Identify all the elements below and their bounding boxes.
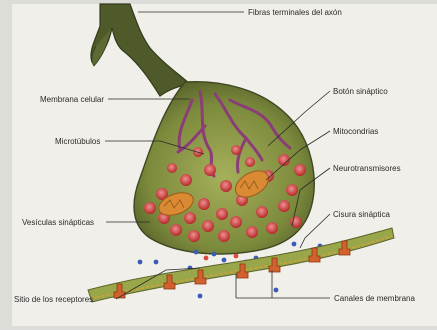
neurotransmitter (138, 260, 143, 265)
label-cell-membrane: Membrana celular (40, 95, 104, 104)
vesicle (230, 216, 242, 228)
neurotransmitter (204, 256, 209, 261)
vesicle (170, 224, 182, 236)
vesicle (290, 216, 302, 228)
vesicle (184, 212, 196, 224)
neurotransmitter (194, 250, 199, 255)
vesicle (198, 198, 210, 210)
vesicle (167, 163, 177, 173)
label-receptor-site: Sitio de los receptores (14, 295, 93, 304)
vesicle (144, 202, 156, 214)
vesicle (278, 200, 290, 212)
vesicle (218, 230, 230, 242)
label-synaptic-button: Botón sináptico (333, 87, 388, 96)
vesicle (231, 145, 241, 155)
label-axon-terminals: Fibras terminales del axón (248, 8, 342, 17)
vesicle (266, 222, 278, 234)
vesicle (256, 206, 268, 218)
vesicle (188, 230, 200, 242)
label-mitochondria: Mitocondrias (333, 127, 378, 136)
neurotransmitter (222, 258, 227, 263)
vesicle (294, 164, 306, 176)
vesicle (202, 220, 214, 232)
label-neurotransmitters: Neurotransmisores (333, 164, 401, 173)
neurotransmitter (198, 294, 203, 299)
vesicle (286, 184, 298, 196)
vesicle (204, 164, 216, 176)
vesicle (246, 226, 258, 238)
neurotransmitter (274, 288, 279, 293)
vesicle (180, 174, 192, 186)
neurotransmitter (154, 260, 159, 265)
vesicle (216, 208, 228, 220)
label-microtubules: Microtúbulos (55, 137, 100, 146)
neurotransmitter (292, 242, 297, 247)
vesicle (220, 180, 232, 192)
neurotransmitter (234, 254, 239, 259)
label-membrane-channels: Canales de membrana (334, 294, 415, 303)
neurotransmitter (212, 252, 217, 257)
vesicle (245, 157, 255, 167)
label-synaptic-cleft: Cisura sináptica (333, 210, 390, 219)
label-synaptic-vesicles: Vesículas sinápticas (22, 218, 94, 227)
